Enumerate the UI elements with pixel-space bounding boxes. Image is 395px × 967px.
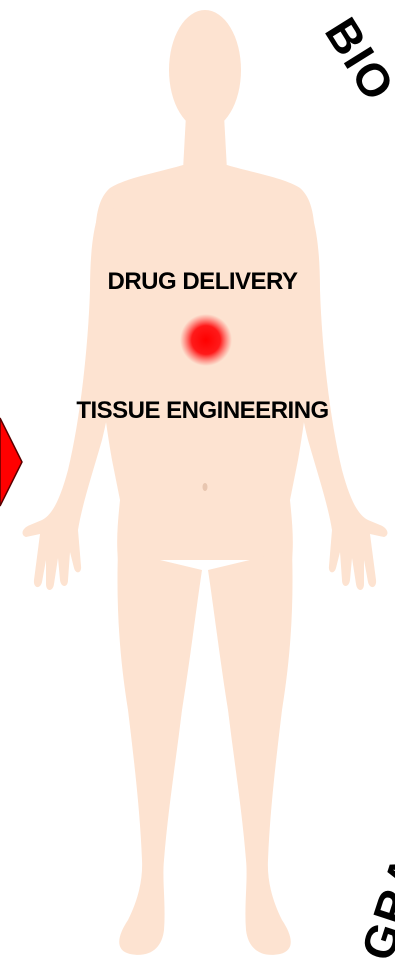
drug-delivery-label: DRUG DELIVERY — [0, 268, 395, 296]
neck — [183, 115, 227, 170]
head — [169, 10, 241, 130]
left-arrow-fragment — [0, 418, 22, 506]
right-leg — [208, 550, 293, 955]
left-arm — [23, 190, 120, 590]
tissue-engineering-label: TISSUE ENGINEERING — [0, 397, 395, 425]
body-silhouette — [23, 10, 388, 955]
navel — [203, 483, 208, 491]
right-arm — [290, 190, 387, 590]
left-leg — [117, 550, 202, 955]
target-hotspot — [180, 314, 232, 366]
